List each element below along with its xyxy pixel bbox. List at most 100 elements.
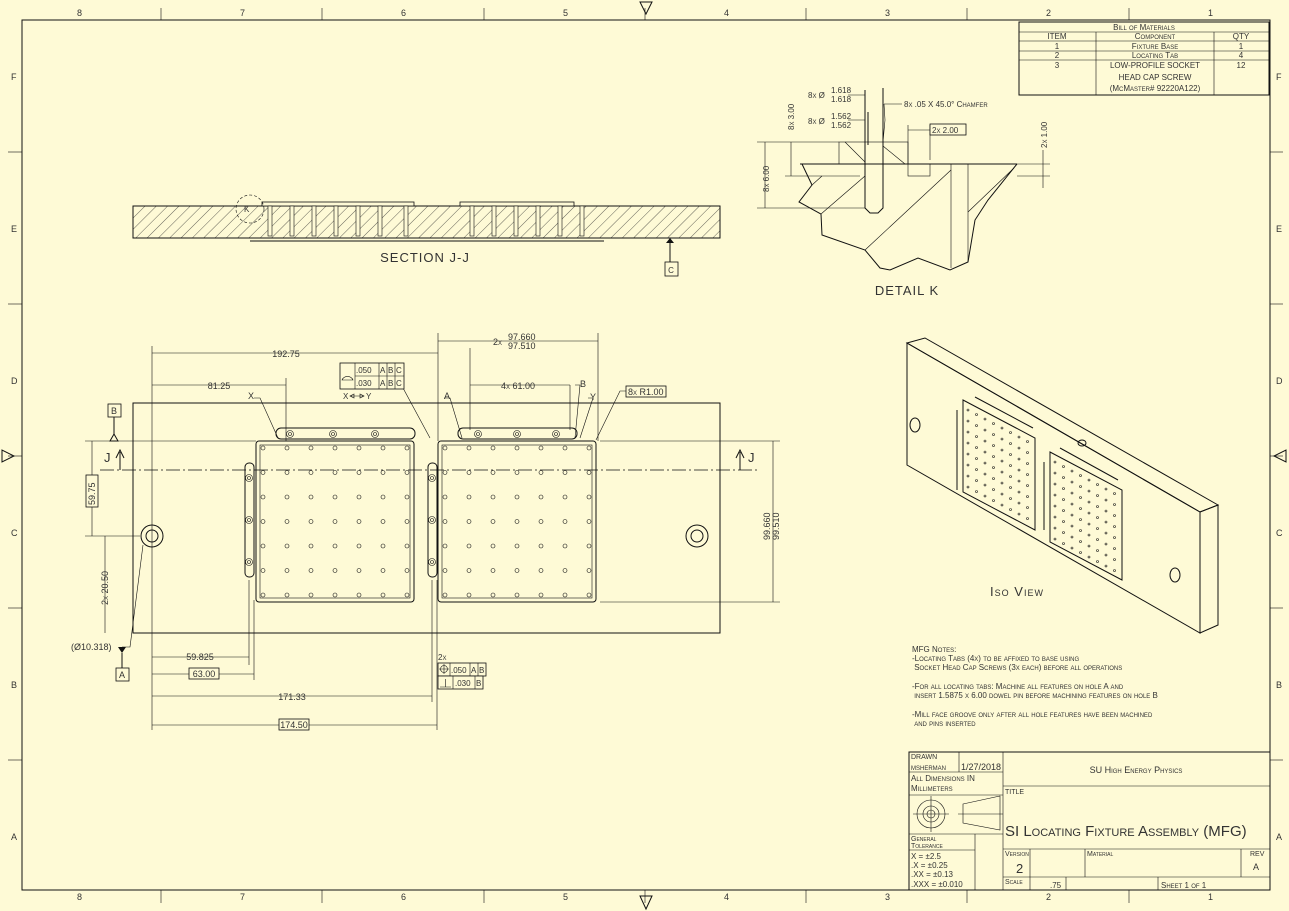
iso-hole <box>1087 500 1091 504</box>
note-line: -For all locating tabs: Machine all feat… <box>912 682 1124 691</box>
grid-hole <box>404 494 410 500</box>
iso-view-label: Iso View <box>990 584 1044 599</box>
section-pin <box>535 205 541 237</box>
iso-right-pocket <box>1049 451 1123 581</box>
bom-cell: 1 <box>1239 42 1244 51</box>
grid-hole <box>538 494 544 500</box>
section-pin <box>579 205 585 237</box>
iso-hole <box>1000 459 1004 463</box>
zone-col-2: 2 <box>1046 8 1051 18</box>
grid-hole <box>332 543 338 549</box>
tab-screw <box>286 430 294 438</box>
section-pin <box>267 205 273 237</box>
grid-hole <box>442 494 448 500</box>
grid-hole <box>308 568 314 573</box>
iso-hole <box>1070 502 1074 506</box>
iso-hole <box>1009 497 1012 500</box>
iso-hole <box>983 483 987 487</box>
grid-hole <box>586 543 592 549</box>
grid-hole <box>466 568 472 573</box>
grid-hole <box>490 519 496 524</box>
left-sensor-pocket <box>255 440 415 603</box>
iso-hole <box>1096 549 1099 552</box>
iso-hole <box>1062 531 1065 534</box>
grid-hole <box>538 445 544 451</box>
note-line: -Mill face groove only after all hole fe… <box>912 710 1153 719</box>
bom-header-component: Component <box>1135 32 1176 41</box>
fcf-datum: B <box>388 366 393 375</box>
tab-screw <box>329 430 337 438</box>
iso-hole <box>1104 564 1108 568</box>
right-mount-hole <box>685 524 709 548</box>
dim-97-lower: 97.510 <box>508 341 536 351</box>
rev-label: REV <box>1250 851 1265 858</box>
iso-hole <box>1104 509 1108 513</box>
section-pin <box>355 205 361 237</box>
fcf-datum: C <box>396 366 402 375</box>
label-y: Y <box>590 392 596 402</box>
iso-hole <box>1070 491 1074 495</box>
iso-hole <box>1079 551 1082 554</box>
bill-of-materials: Bill of Materials ITEM Component QTY 1 F… <box>1018 21 1270 96</box>
detail-dia2-prefix: 8x Ø <box>808 117 825 126</box>
grid-hole <box>562 592 568 598</box>
section-pin <box>377 205 383 237</box>
zone-row-b-right: B <box>1276 680 1282 690</box>
iso-hole <box>992 488 995 491</box>
grid-hole <box>466 543 472 549</box>
zone-col-5: 5 <box>563 8 568 18</box>
tab-screw <box>245 516 253 524</box>
grid-hole <box>514 519 520 524</box>
iso-hole <box>992 466 995 469</box>
grid-hole <box>308 494 314 500</box>
iso-hole <box>1070 524 1074 528</box>
tab-screw-inner <box>515 432 519 436</box>
grid-hole <box>284 494 290 500</box>
grid-hole <box>356 445 362 451</box>
iso-hole <box>975 468 978 471</box>
iso-hole <box>983 461 987 465</box>
bom-title: Bill of Materials <box>1113 23 1175 32</box>
iso-hole <box>1053 515 1057 519</box>
zone-row-a: A <box>11 832 17 842</box>
iso-hole <box>966 430 970 434</box>
iso-hole <box>1104 498 1108 502</box>
iso-hole <box>1096 505 1099 508</box>
iso-hole <box>1009 475 1012 478</box>
grid-hole <box>514 470 520 475</box>
drawn-label: DRAWN <box>911 754 937 761</box>
detail-dia2-lower: 1.562 <box>831 121 852 130</box>
grid-hole <box>332 568 338 573</box>
grid-hole <box>586 519 592 524</box>
tab-screw <box>428 516 436 524</box>
iso-hole <box>966 452 970 456</box>
label-a: A <box>444 391 450 401</box>
grid-hole <box>356 494 362 500</box>
grid-hole <box>442 445 448 451</box>
grid-hole <box>466 470 472 475</box>
iso-hole <box>1079 496 1082 499</box>
iso-hole <box>1070 480 1074 484</box>
grid-hole <box>332 445 338 451</box>
grid-hole <box>562 445 568 451</box>
dim-97-prefix: 2x <box>493 337 502 347</box>
detail-k-callout-label: K <box>244 205 250 214</box>
tab-screw <box>371 430 379 438</box>
tab-screw <box>428 474 436 482</box>
fcf-value: .050 <box>451 666 467 675</box>
grid-hole <box>562 494 568 500</box>
iso-hole <box>1009 453 1012 456</box>
dim-59-825: 59.825 <box>186 652 214 662</box>
grid-hole <box>332 494 338 500</box>
tolerance-label1: General <box>911 836 937 843</box>
grid-hole <box>514 543 520 549</box>
bom-cell: (McMaster# 92220A122) <box>1110 84 1201 93</box>
iso-hole <box>1000 426 1004 430</box>
zone-row-c-right: C <box>1276 528 1283 538</box>
tab-screw <box>474 430 482 438</box>
dim-hole-diameter: (Ø10.318) <box>71 642 112 652</box>
detail-dia1-prefix: 8x Ø <box>808 91 825 100</box>
iso-hole <box>1104 520 1108 524</box>
grid-hole <box>308 470 314 475</box>
zone-col-6: 6 <box>401 8 406 18</box>
